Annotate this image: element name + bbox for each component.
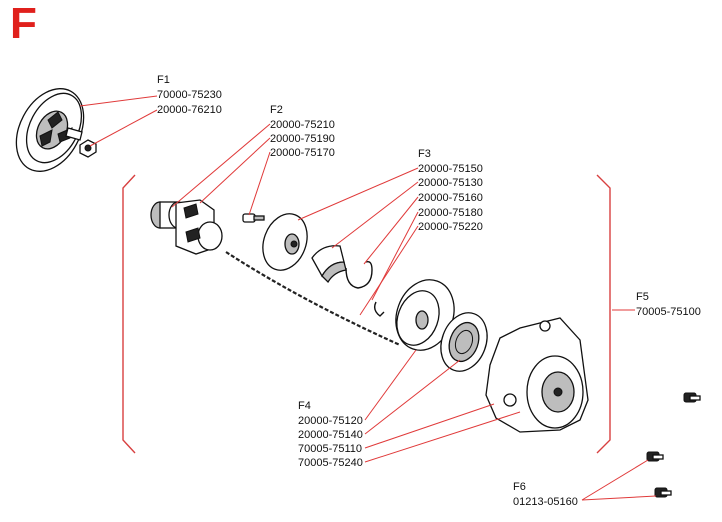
part-number: 20000-75160 [418,192,483,204]
left-bracket [122,174,136,454]
bolt-illustration [646,392,701,498]
part-number: 20000-75120 [298,415,363,427]
part-number: 20000-76210 [157,104,222,116]
nut-illustration [79,139,97,158]
small-screw-illustration [242,213,265,223]
part-number: 20000-75190 [270,133,335,145]
spring-cover-illustration [311,245,347,284]
section-letter: F [10,0,37,48]
part-number: 20000-75180 [418,207,483,219]
group-id-f5: F5 [636,291,649,303]
starter-rope-illustration [225,251,401,347]
group-id-f2: F2 [270,104,283,116]
part-number: 20000-75150 [418,163,483,175]
part-number: 70005-75100 [636,306,701,318]
part-number: 70005-75110 [298,443,362,455]
part-number: 20000-75170 [270,147,335,159]
starter-housing-illustration [485,317,589,433]
group-id-f4: F4 [298,400,311,412]
starter-pulley-illustration [15,88,85,172]
recoil-spring-illustration [440,312,488,372]
small-clip-illustration [373,301,385,317]
leader-lines [79,95,657,501]
ratchet-hub-illustration [150,199,223,255]
group-id-f1: F1 [157,74,170,86]
drive-disc-illustration [262,213,308,271]
group-id-f3: F3 [418,148,431,160]
part-number: 20000-75140 [298,429,363,441]
right-bracket [596,174,611,454]
part-number: 20000-75210 [270,119,335,131]
part-number: 70005-75240 [298,457,363,469]
spring-clip-illustration [345,260,373,289]
group-id-f6: F6 [513,481,526,493]
part-number: 20000-75220 [418,221,483,233]
part-number: 01213-05160 [513,496,578,508]
part-number: 20000-75130 [418,177,483,189]
part-number: 70000-75230 [157,89,222,101]
